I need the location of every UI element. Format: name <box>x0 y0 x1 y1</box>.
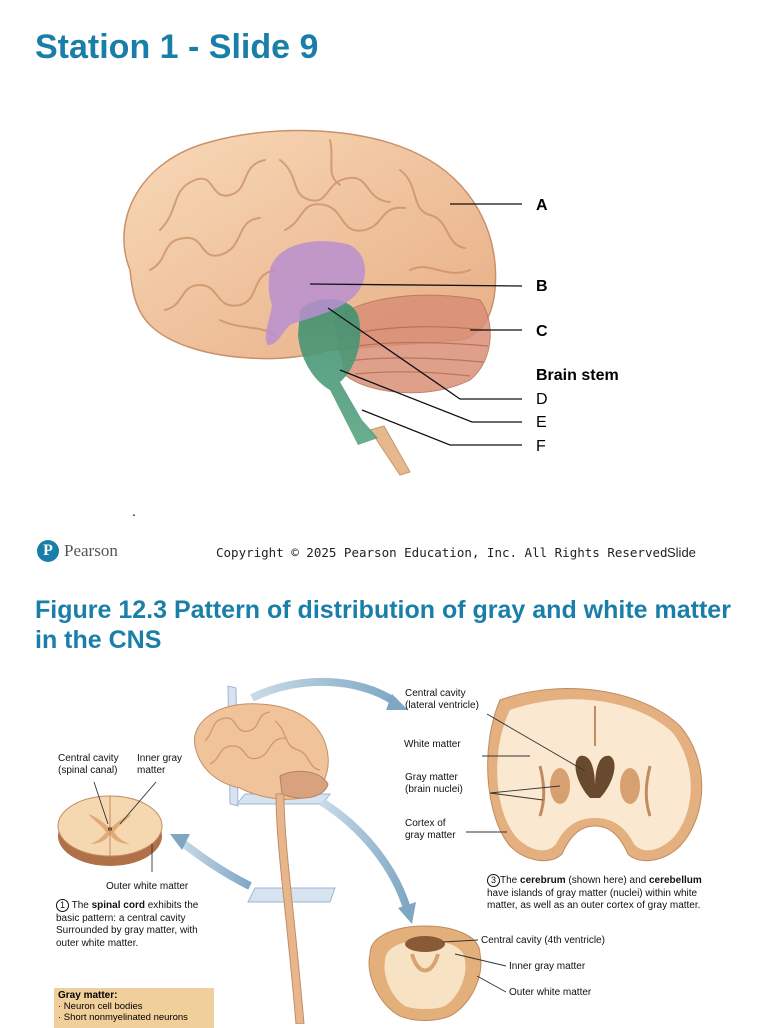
note1-rest: exhibits the basic pattern: a central ca… <box>56 900 199 949</box>
gray-matter-legend-item: · Neuron cell bodies <box>58 1001 143 1012</box>
label-line: Inner gray <box>137 753 183 764</box>
copyright-text: Copyright © 2025 Pearson Education, Inc.… <box>216 545 668 560</box>
note3-pre: The <box>500 875 521 886</box>
label-outer-white-matter: Outer white matter <box>509 987 592 998</box>
step-1-badge: 1 <box>56 899 69 912</box>
label-b: B <box>536 278 548 295</box>
label-white-matter: White matter <box>404 739 461 750</box>
label-d: D <box>536 391 548 408</box>
label-line: Central cavity <box>405 688 466 699</box>
label-central-cavity-4th: Central cavity (4th ventricle) <box>481 935 605 946</box>
label-line: Central cavity <box>58 753 119 764</box>
label-f: F <box>536 438 546 455</box>
label-line: Cortex of <box>405 818 446 829</box>
label-cortex: Cortex of gray matter <box>405 818 456 842</box>
label-e: E <box>536 414 547 431</box>
label-line: (lateral ventricle) <box>405 700 479 711</box>
note3-bold1: cerebrum <box>520 875 566 886</box>
gray-matter-legend-item: · Short nonmyelinated neurons <box>58 1012 188 1023</box>
brain-lateral-illustration <box>123 129 523 476</box>
pearson-wordmark: Pearson <box>64 541 118 560</box>
slide1-title: Station 1 - Slide 9 <box>35 28 319 66</box>
label-outer-white: Outer white matter <box>106 881 189 892</box>
label-line: matter <box>137 765 166 776</box>
label-line: (brain nuclei) <box>405 784 463 795</box>
label-line: Gray matter <box>405 772 458 783</box>
label-central-cavity-lateral: Central cavity (lateral ventricle) <box>405 688 479 712</box>
stray-dot: . <box>132 503 136 519</box>
note1-bold: spinal cord <box>91 900 145 911</box>
step-3-badge: 3 <box>487 874 500 887</box>
slide-label: Slide <box>667 545 696 560</box>
slide2-title: Figure 12.3 Pattern of distribution of g… <box>35 596 731 654</box>
label-brain-stem: Brain stem <box>536 367 619 384</box>
label-a: A <box>536 197 548 214</box>
pearson-logo-icon: P <box>37 540 59 562</box>
cns-gray-white-illustration <box>57 677 703 1024</box>
note3-rest: have islands of gray matter (nuclei) wit… <box>487 887 701 912</box>
note3-mid: (shown here) and <box>565 875 649 886</box>
pearson-logo: P Pearson <box>37 540 118 562</box>
label-line: (spinal canal) <box>58 765 118 776</box>
note-spinal-cord: 1 The spinal cord exhibits the basic pat… <box>56 899 216 950</box>
gray-matter-legend-title: Gray matter: <box>58 990 118 1001</box>
label-central-cavity-spinal: Central cavity (spinal canal) <box>58 753 119 777</box>
note3-bold2: cerebellum <box>648 875 702 886</box>
label-inner-gray-matter: Inner gray matter <box>509 961 586 972</box>
label-line: gray matter <box>405 830 456 841</box>
note1-pre: The <box>69 900 92 911</box>
label-c: C <box>536 323 548 340</box>
label-gray-matter: Gray matter (brain nuclei) <box>405 772 463 796</box>
label-inner-gray: Inner gray matter <box>137 753 182 777</box>
gray-matter-legend: Gray matter: · Neuron cell bodies · Shor… <box>54 988 214 1028</box>
